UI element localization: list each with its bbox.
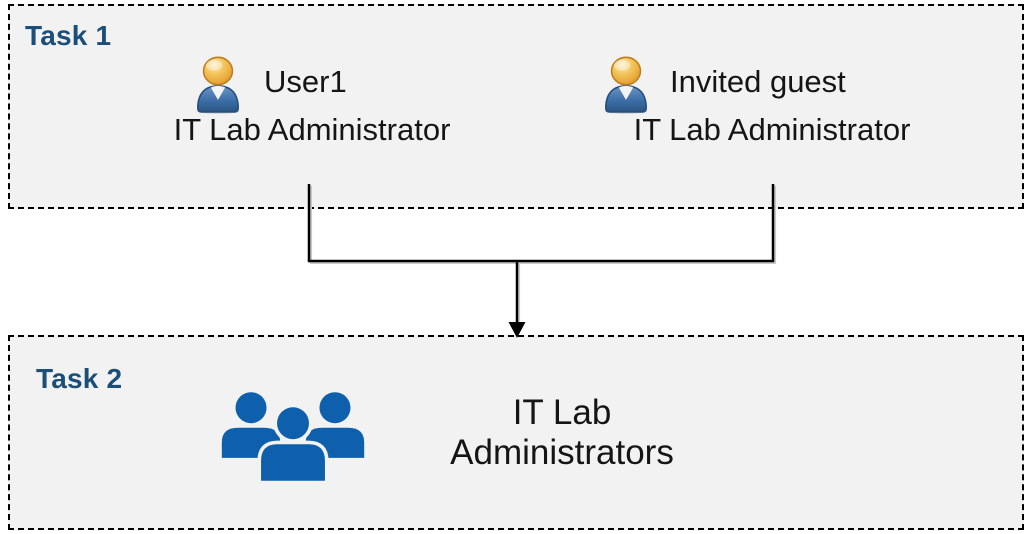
group-label-line2: Administrators <box>450 433 674 472</box>
persona-role: IT Lab Administrator <box>173 112 451 147</box>
group-icon <box>220 390 366 485</box>
group-it-lab-administrators: IT Lab Administrators <box>10 337 1022 528</box>
person-icon <box>192 54 244 114</box>
persona-role: IT Lab Administrator <box>633 112 911 147</box>
task1-box: Task 1 <box>8 4 1024 209</box>
persona-user1: User1 IT Lab Administrator <box>122 50 502 160</box>
person-icon <box>600 54 652 114</box>
task2-label: Task 2 <box>36 363 123 394</box>
task2-box: Task 2 IT Lab Adm <box>8 335 1024 530</box>
persona-name: Invited guest <box>670 64 846 99</box>
group-label: IT Lab Administrators <box>372 393 752 473</box>
persona-invited-guest: Invited guest IT Lab Administrator <box>582 50 962 160</box>
task1-label: Task 1 <box>25 20 112 51</box>
group-label-line1: IT Lab <box>512 393 612 432</box>
persona-name: User1 <box>264 64 347 99</box>
